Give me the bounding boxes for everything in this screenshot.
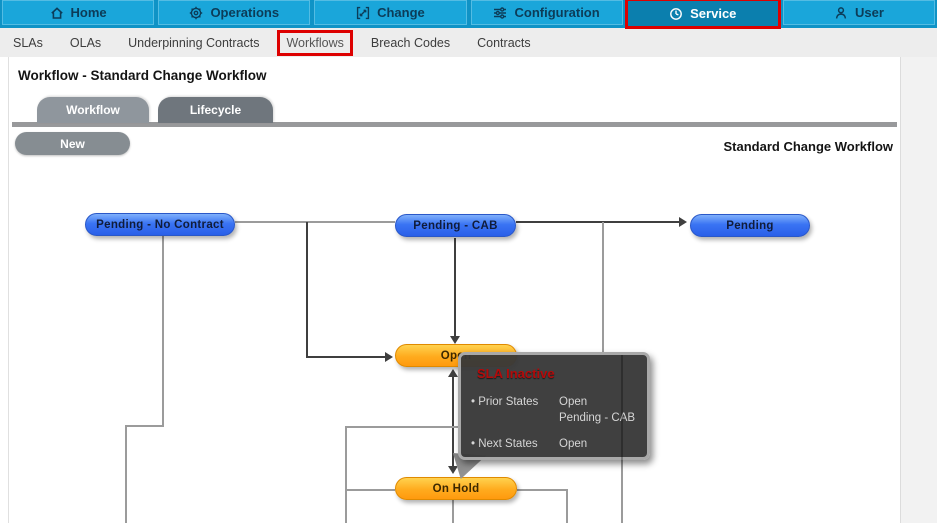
connector-line [452, 376, 454, 466]
arrowhead [679, 217, 687, 227]
tooltip-row-values: Open [559, 436, 587, 452]
sla-tooltip: SLA Inactive • Prior States Open Pending… [458, 352, 650, 460]
workflow-name-label: Standard Change Workflow [723, 139, 894, 154]
page-title: Workflow - Standard Change Workflow [18, 68, 267, 83]
tooltip-value: Pending - CAB [559, 412, 636, 424]
connector-line [454, 238, 456, 336]
sub-navigation: SLAs OLAs Underpinning Contracts Workflo… [0, 28, 937, 57]
nav-item-operations[interactable]: Operations [158, 0, 311, 25]
subnav-item-contracts[interactable]: Contracts [477, 35, 531, 50]
nav-item-label: User [854, 5, 884, 20]
subnav-item-slas[interactable]: SLAs [13, 35, 43, 50]
nav-item-home[interactable]: Home [2, 0, 155, 25]
connector-line [345, 426, 347, 523]
home-icon [50, 6, 63, 19]
subnav-item-workflows[interactable]: Workflows [277, 29, 353, 56]
workflow-node-on-hold[interactable]: On Hold [395, 477, 517, 500]
nav-item-label: Change [377, 5, 425, 20]
nav-item-label: Configuration [514, 5, 600, 20]
top-navigation: Home Operations Change Configuration Ser… [0, 0, 937, 29]
connector-line [306, 356, 385, 358]
connector-line [621, 460, 623, 523]
nav-item-change[interactable]: Change [314, 0, 467, 25]
tooltip-row-label: • Next States [471, 438, 538, 450]
user-icon [835, 6, 847, 19]
workflow-node-pending-cab[interactable]: Pending - CAB [395, 214, 516, 237]
tooltip-value: Open [559, 438, 588, 450]
service-icon [670, 7, 683, 20]
arrowhead [450, 336, 460, 344]
connector-line [602, 222, 604, 353]
connector-line [235, 221, 395, 223]
nav-item-user[interactable]: User [782, 0, 936, 25]
tooltip-row-next-states: • Next States Open [471, 436, 647, 452]
connector-line [621, 355, 623, 460]
arrowhead [448, 466, 458, 474]
connector-line [125, 425, 164, 427]
connector-line [125, 425, 127, 523]
operations-icon [190, 6, 203, 19]
subnav-item-breach-codes[interactable]: Breach Codes [370, 35, 451, 50]
nav-item-label: Home [70, 5, 107, 20]
arrowhead [385, 352, 393, 362]
connector-line [516, 221, 679, 223]
connector-line [306, 222, 308, 358]
arrowhead [448, 369, 458, 377]
tooltip-row-prior-states: • Prior States Open Pending - CAB [471, 394, 647, 426]
connector-line [452, 500, 454, 523]
nav-item-configuration[interactable]: Configuration [470, 0, 623, 25]
configuration-icon [494, 6, 507, 19]
connector-line [566, 489, 568, 523]
nav-item-label: Service [690, 6, 737, 21]
workflow-node-pending[interactable]: Pending [690, 214, 810, 237]
workflow-node-pending-no-contract[interactable]: Pending - No Contract [85, 213, 235, 236]
panel-border [8, 57, 9, 523]
tab-workflow[interactable]: Workflow [37, 97, 149, 123]
subnav-item-olas[interactable]: OLAs [69, 35, 102, 50]
tooltip-title: SLA Inactive [477, 366, 555, 381]
connector-line [517, 489, 567, 491]
connector-line [345, 489, 395, 491]
new-button[interactable]: New [15, 132, 130, 155]
change-icon [356, 6, 370, 19]
tab-lifecycle[interactable]: Lifecycle [158, 97, 273, 123]
tooltip-row-label: • Prior States [471, 396, 539, 408]
connector-line [345, 426, 458, 428]
tab-divider [12, 122, 897, 127]
tooltip-row-values: Open Pending - CAB [559, 394, 635, 426]
nav-item-label: Operations [210, 5, 280, 20]
nav-item-service[interactable]: Service [624, 0, 781, 29]
connector-line [162, 233, 164, 426]
subnav-item-underpinning-contracts[interactable]: Underpinning Contracts [128, 35, 260, 50]
right-margin-strip [900, 57, 937, 523]
tooltip-value: Open [559, 396, 588, 408]
